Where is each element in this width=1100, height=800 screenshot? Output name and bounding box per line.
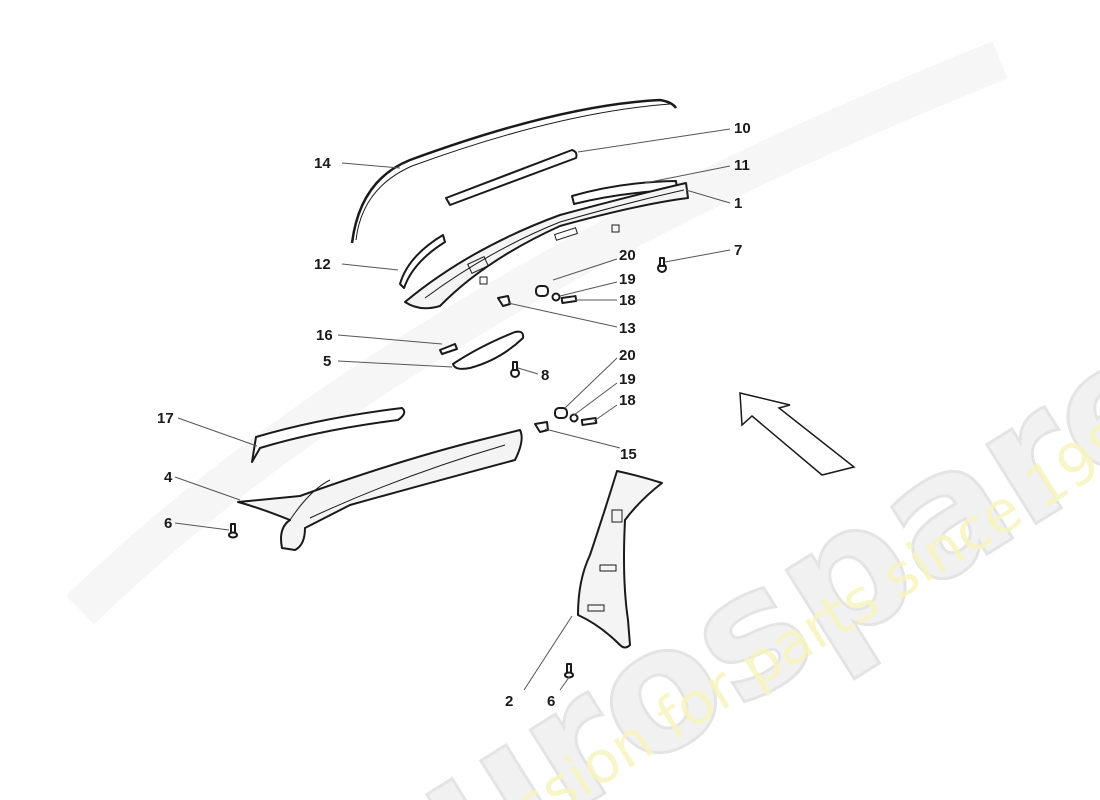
part-20-spacer-upper[interactable] [535, 285, 549, 297]
part-17-trim-strip[interactable] [251, 407, 406, 463]
part-20-spacer-lower[interactable] [554, 407, 568, 419]
part-10-trim-strip[interactable] [445, 149, 578, 206]
part-14-weather-seal[interactable] [350, 98, 678, 244]
part-6-screw-a-pillar[interactable] [228, 523, 238, 539]
callout-16: 16 [316, 327, 333, 344]
part-1-roof-frame-trim[interactable] [404, 182, 689, 310]
callout-19-upper: 19 [619, 271, 636, 288]
part-18-screw-upper[interactable] [560, 295, 578, 304]
callout-18-lower: 18 [619, 392, 636, 409]
watermark-swoosh [66, 41, 1008, 625]
leader-lines [174, 128, 731, 691]
callout-20-lower: 20 [619, 347, 636, 364]
part-13-clip[interactable] [497, 295, 511, 307]
callout-20-upper: 20 [619, 247, 636, 264]
part-7-clip[interactable] [657, 257, 667, 273]
callout-12: 12 [314, 256, 331, 273]
callout-6-a-pillar: 6 [164, 515, 172, 532]
callouts: 14 10 11 1 12 20 7 19 18 13 16 5 8 20 19… [157, 120, 751, 710]
part-4-a-pillar-trim[interactable] [237, 429, 523, 551]
watermark: eurospares a passion for parts since 198… [66, 41, 1100, 800]
callout-2: 2 [505, 693, 513, 710]
callout-18-upper: 18 [619, 292, 636, 309]
callout-7: 7 [734, 242, 742, 259]
part-19-washer-upper[interactable] [551, 292, 561, 302]
callout-4: 4 [164, 469, 173, 486]
part-6-screw-b-pillar[interactable] [564, 663, 574, 679]
callout-15: 15 [620, 446, 637, 463]
callout-19-lower: 19 [619, 371, 636, 388]
part-15-clip[interactable] [534, 421, 549, 433]
callout-17: 17 [157, 410, 174, 427]
part-2-b-pillar-trim[interactable] [577, 470, 663, 649]
callout-13: 13 [619, 320, 636, 337]
callout-11: 11 [734, 157, 750, 174]
callout-1: 1 [734, 195, 742, 212]
callout-8: 8 [541, 367, 549, 384]
callout-14: 14 [314, 155, 331, 172]
part-5-visor-cover[interactable] [452, 330, 525, 370]
part-12-trim-corner[interactable] [399, 234, 446, 289]
part-16-clip[interactable] [439, 343, 458, 355]
callout-6-b-pillar: 6 [547, 693, 555, 710]
callout-5: 5 [323, 353, 331, 370]
callout-10: 10 [734, 120, 751, 137]
part-19-washer-lower[interactable] [569, 413, 579, 423]
view-direction-arrow [739, 392, 856, 476]
part-18-screw-lower[interactable] [580, 417, 598, 426]
part-8-clip[interactable] [510, 361, 520, 378]
